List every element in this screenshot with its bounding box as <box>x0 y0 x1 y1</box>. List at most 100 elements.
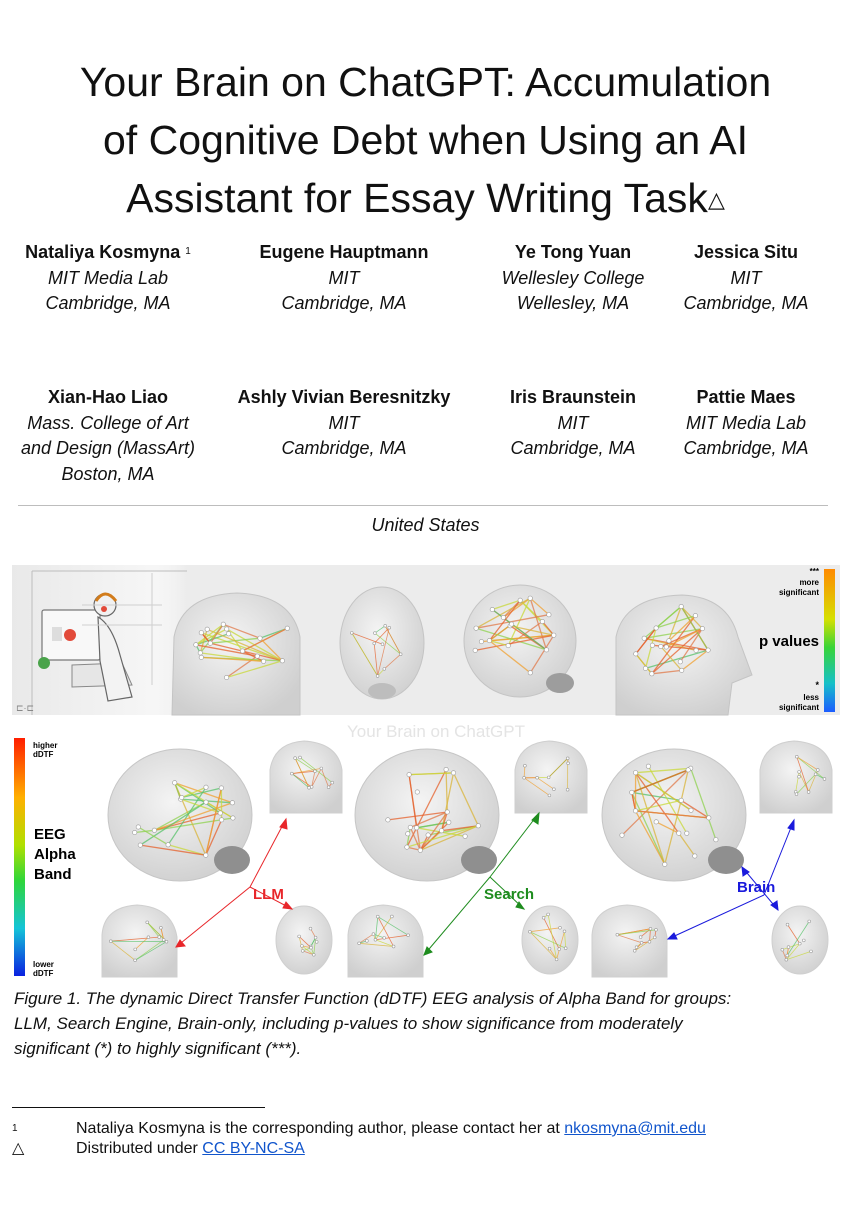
electrode-node <box>373 631 377 635</box>
connectivity-edge <box>174 782 234 819</box>
llm-arrow-up-head <box>279 817 288 830</box>
electrode-node <box>632 808 638 814</box>
connectivity-edge <box>134 941 167 961</box>
electrode-node <box>541 916 546 920</box>
connectivity-edge <box>651 669 682 675</box>
llm-small-head-bottom-left <box>101 904 178 978</box>
connectivity-edge <box>529 931 557 960</box>
electrode-node <box>217 810 223 816</box>
connectivity-edge <box>634 772 666 865</box>
electrode-node <box>197 650 203 656</box>
electrode-node <box>558 926 562 930</box>
llm-arrows <box>175 817 294 948</box>
connectivity-edge <box>373 933 385 939</box>
electrode-node <box>204 626 210 632</box>
connectivity-edge <box>782 943 800 951</box>
electrode-node <box>146 935 151 939</box>
electrode-node <box>375 674 380 678</box>
connectivity-edge <box>373 627 390 644</box>
connectivity-network <box>193 621 290 681</box>
connectivity-edge <box>445 769 448 813</box>
author-name: Iris Braunstein <box>509 387 637 407</box>
electrode-node <box>662 861 668 867</box>
head-top-4 <box>615 594 753 716</box>
connectivity-edge <box>205 787 223 856</box>
connectivity-network <box>132 780 236 858</box>
connectivity-edge <box>174 782 207 856</box>
connectivity-edge <box>541 621 555 636</box>
electrode-node <box>688 807 694 813</box>
electrode-node <box>371 932 376 936</box>
caption-line-3: significant (*) to highly significant (*… <box>14 1039 302 1058</box>
connectivity-edge <box>548 758 568 778</box>
electrode-node <box>193 642 199 648</box>
search-arrow-up-head <box>531 811 540 825</box>
figure-caption: Figure 1. The dynamic Direct Transfer Fu… <box>14 986 834 1061</box>
electrode-node <box>382 667 386 671</box>
author-affiliation: MIT Media Lab <box>685 412 807 433</box>
electrode-node <box>547 946 552 951</box>
connectivity-edge <box>680 769 689 801</box>
brain-arrow-diagonal <box>741 866 779 911</box>
electrode-node <box>699 626 705 632</box>
connectivity-edge <box>298 936 312 948</box>
connectivity-network <box>357 914 410 949</box>
connectivity-edge <box>787 924 801 944</box>
connectivity-edge <box>205 819 223 856</box>
author-footnote-mark: 1 <box>185 246 191 257</box>
author-name: Ye Tong Yuan <box>514 242 632 262</box>
electrode-node <box>780 948 784 952</box>
electrode-node <box>376 914 380 919</box>
connectivity-edge <box>291 773 310 789</box>
electrode-node <box>326 785 331 789</box>
electrode-node <box>806 790 811 794</box>
ddtf-colorbar <box>14 738 25 976</box>
connectivity-edge <box>373 643 378 677</box>
electrode-node <box>706 815 712 821</box>
electrode-node <box>527 670 533 676</box>
electrode-node <box>135 824 141 830</box>
paper-title: Your Brain on ChatGPT: Accumulation of C… <box>0 53 851 227</box>
connectivity-network <box>793 755 827 796</box>
electrode-node <box>543 647 549 653</box>
head-top-1 <box>171 592 301 716</box>
electrode-node <box>404 844 410 850</box>
ddtf-band-label-3: Band <box>34 866 72 883</box>
title-license-mark: △ <box>707 187 725 213</box>
ddtf-band-label-1: EEG <box>34 826 66 843</box>
connectivity-edge <box>643 606 682 639</box>
electrode-node <box>390 914 394 919</box>
connectivity-edge <box>489 639 509 647</box>
electrode-node <box>693 647 699 653</box>
electrode-node <box>546 612 552 618</box>
connectivity-edge <box>139 801 207 846</box>
connectivity-edge <box>635 772 680 834</box>
author-name: Jessica Situ <box>693 242 799 262</box>
connectivity-edge <box>666 628 703 648</box>
ddtf-band-label-2: Alpha <box>34 846 76 863</box>
ddtf-bottom-label-2: dDTF <box>33 969 54 978</box>
connectivity-edge <box>384 625 402 655</box>
electrode-node <box>382 936 386 940</box>
electrode-node <box>309 946 313 950</box>
electrode-node <box>450 770 456 776</box>
connectivity-edge <box>647 765 688 834</box>
connectivity-network <box>472 595 557 676</box>
connectivity-edge <box>681 649 709 671</box>
author-email-link[interactable]: nkosmyna@mit.edu <box>564 1120 706 1137</box>
electrode-node <box>546 775 551 780</box>
brain-arrow-diagonal-head-b <box>770 900 779 912</box>
electrode-node <box>666 638 672 644</box>
footnote-1-mark: 1 <box>12 1123 18 1134</box>
connectivity-edge <box>440 811 448 831</box>
footnote-2-mark: △ <box>12 1140 25 1157</box>
connectivity-edge <box>635 767 691 774</box>
electrode-node <box>692 853 698 859</box>
license-link[interactable]: CC BY-NC-SA <box>202 1140 305 1157</box>
connectivity-network <box>780 919 813 962</box>
search-arrows <box>423 811 540 956</box>
connectivity-edge <box>631 769 689 794</box>
electrode-node <box>380 642 385 646</box>
connectivity-edge <box>635 810 709 819</box>
search-small-head-bottom-right <box>521 905 579 975</box>
